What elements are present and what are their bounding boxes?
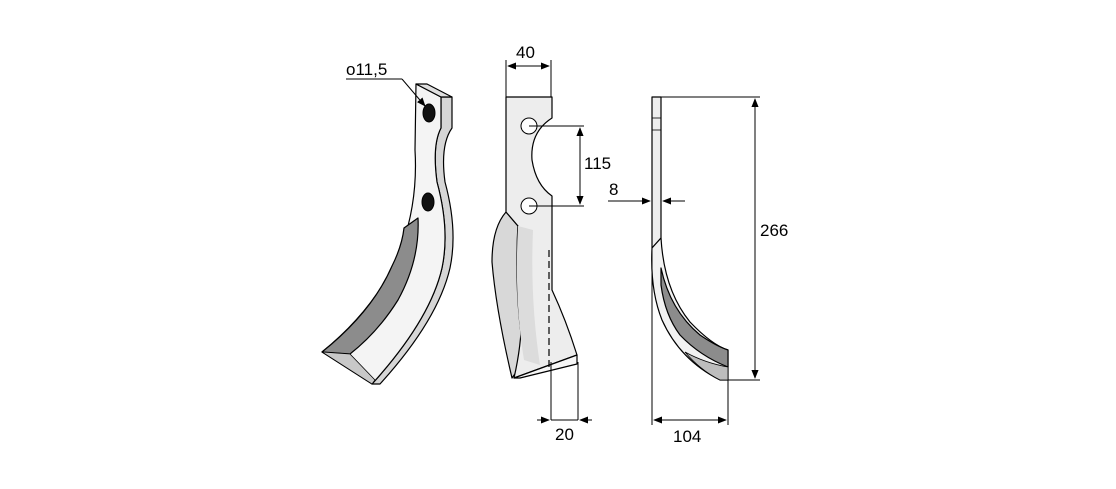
dim-hole-spacing: 115 (584, 154, 611, 173)
side-blade-bevel (660, 267, 729, 368)
side-shank (651, 96, 662, 249)
mounting-hole-bottom (421, 192, 435, 212)
dim-blade-reach: 104 (673, 427, 701, 446)
dim-width-top: 40 (516, 43, 535, 62)
blade-top (415, 83, 453, 98)
dim-height: 266 (760, 221, 788, 240)
blade-bevel-light (321, 351, 376, 385)
front-view: 40 115 20 (491, 43, 611, 444)
dim-hole-diameter: o11,5 (346, 60, 387, 79)
front-blade-shade (516, 226, 540, 365)
side-view: 266 8 104 (608, 96, 788, 446)
perspective-view: o11,5 (321, 60, 454, 385)
dim-thickness: 8 (609, 180, 618, 199)
dim-shank-offset: 20 (555, 425, 574, 444)
mounting-hole-top (422, 103, 436, 123)
side-blade-bevel-light (684, 351, 729, 381)
front-blade-tip (513, 354, 578, 379)
